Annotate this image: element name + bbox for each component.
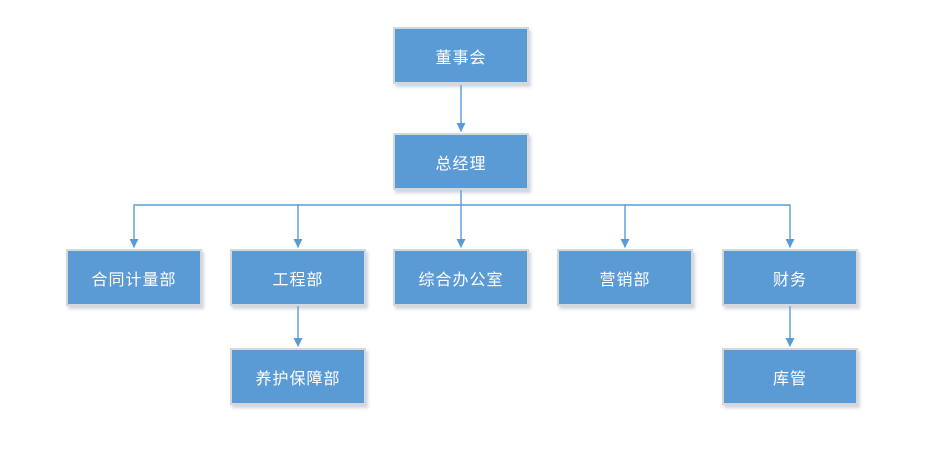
node-contract-measurement-label: 合同计量部 (91, 271, 177, 289)
node-marketing-label: 营销部 (599, 271, 651, 289)
node-finance-label: 财务 (772, 271, 807, 289)
node-general-office: 综合办公室 (393, 249, 529, 306)
node-general-office-label: 综合办公室 (418, 271, 504, 289)
node-maintenance-support-label: 养护保障部 (255, 370, 341, 388)
node-warehouse-label: 库管 (772, 370, 807, 388)
node-marketing: 营销部 (557, 249, 693, 306)
node-general-manager: 总经理 (393, 133, 529, 190)
node-board-label: 董事会 (435, 49, 487, 67)
node-contract-measurement: 合同计量部 (66, 249, 202, 306)
node-engineering: 工程部 (230, 249, 366, 306)
node-board: 董事会 (393, 27, 529, 84)
node-engineering-label: 工程部 (272, 271, 324, 289)
node-general-manager-label: 总经理 (435, 155, 487, 173)
node-maintenance-support: 养护保障部 (230, 348, 366, 405)
node-finance: 财务 (722, 249, 858, 306)
node-warehouse: 库管 (722, 348, 858, 405)
